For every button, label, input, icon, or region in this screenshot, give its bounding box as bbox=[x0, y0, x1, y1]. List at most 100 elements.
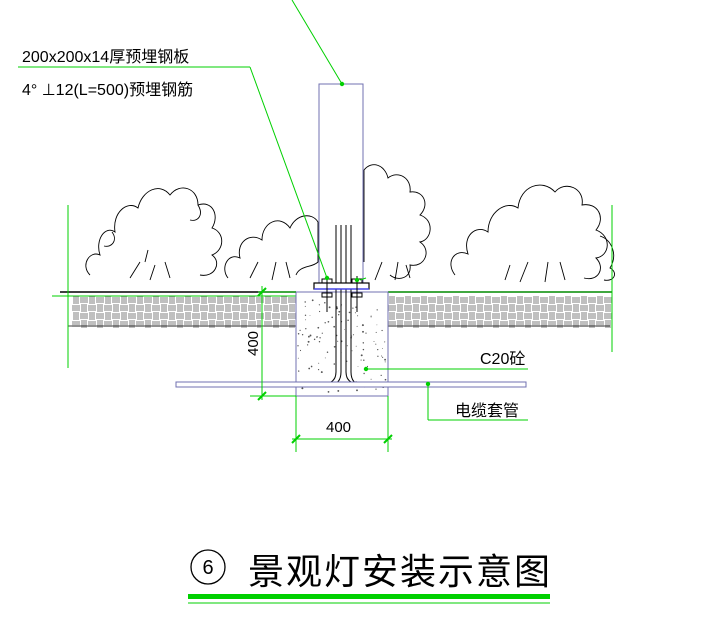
concrete-speck bbox=[343, 329, 345, 331]
concrete-speck bbox=[338, 314, 340, 316]
concrete-speck bbox=[307, 340, 310, 343]
concrete-speck bbox=[381, 355, 382, 357]
concrete-speck bbox=[324, 322, 326, 324]
concrete-speck bbox=[318, 362, 320, 364]
concrete-speck bbox=[319, 337, 321, 339]
concrete-speck bbox=[347, 319, 349, 321]
concrete-speck bbox=[384, 361, 386, 363]
concrete-speck bbox=[376, 324, 378, 326]
dimension-depth: 400 bbox=[245, 286, 296, 401]
concrete-speck bbox=[363, 359, 365, 361]
concrete-speck bbox=[375, 331, 377, 333]
concrete-speck bbox=[301, 387, 304, 390]
concrete-speck bbox=[348, 311, 351, 314]
concrete-speck bbox=[305, 328, 307, 330]
concrete-speck bbox=[313, 338, 316, 341]
concrete-speck bbox=[362, 342, 365, 344]
concrete-speck bbox=[355, 345, 357, 347]
concrete-speck bbox=[381, 329, 383, 332]
concrete-speck bbox=[357, 366, 359, 367]
concrete-speck bbox=[327, 391, 330, 393]
shrub-mid-left bbox=[224, 215, 319, 281]
concrete-speck bbox=[338, 310, 341, 313]
concrete-speck bbox=[351, 350, 353, 352]
concrete-speck bbox=[318, 341, 321, 343]
concrete-speck bbox=[370, 378, 372, 380]
concrete-speck bbox=[310, 365, 313, 368]
concrete-footing bbox=[295, 291, 389, 397]
shrub-left bbox=[85, 187, 223, 281]
concrete-speck bbox=[361, 324, 364, 327]
title-block: 6 景观灯安装示意图 bbox=[188, 549, 550, 604]
concrete-speck bbox=[346, 345, 348, 347]
concrete-speck bbox=[299, 329, 301, 332]
concrete-speck bbox=[357, 315, 359, 317]
concrete-speck bbox=[298, 370, 300, 372]
concrete-speck bbox=[333, 345, 336, 348]
concrete-speck bbox=[354, 312, 356, 314]
concrete-speck bbox=[370, 315, 372, 317]
concrete-speck bbox=[352, 334, 355, 336]
concrete-speck bbox=[297, 357, 299, 359]
cable-conduit bbox=[175, 381, 527, 388]
concrete-speck bbox=[305, 319, 307, 321]
concrete-speck bbox=[366, 365, 369, 368]
label-concrete: C20砼 bbox=[480, 350, 525, 368]
concrete-speck bbox=[384, 341, 386, 343]
concrete-speck bbox=[304, 314, 307, 316]
concrete-speck bbox=[306, 344, 309, 346]
concrete-speck bbox=[384, 378, 387, 381]
concrete-speck bbox=[362, 348, 365, 351]
concrete-speck bbox=[370, 316, 372, 318]
concrete-speck bbox=[304, 301, 306, 303]
concrete-speck bbox=[365, 332, 367, 334]
concrete-speck bbox=[382, 356, 384, 358]
concrete-speck bbox=[319, 310, 321, 313]
anchor-rebars bbox=[296, 225, 388, 387]
concrete-speck bbox=[321, 332, 323, 334]
ground-layer bbox=[52, 205, 613, 368]
concrete-speck bbox=[360, 354, 363, 357]
concrete-speck bbox=[297, 345, 299, 347]
concrete-speck bbox=[337, 389, 340, 392]
ground-hatch-left bbox=[72, 296, 296, 328]
concrete-speck bbox=[376, 309, 378, 311]
concrete-speck bbox=[375, 388, 377, 390]
concrete-speck bbox=[317, 326, 320, 329]
concrete-speck bbox=[301, 334, 304, 336]
concrete-speck bbox=[337, 340, 339, 342]
label-steel-plate: 200x200x14厚预埋钢板 bbox=[22, 48, 189, 66]
concrete-speck bbox=[304, 305, 306, 307]
concrete-speck bbox=[375, 343, 377, 345]
concrete-speck bbox=[363, 372, 365, 375]
concrete-speck bbox=[381, 347, 383, 349]
concrete-speck bbox=[327, 320, 330, 323]
leader-lines bbox=[18, 0, 528, 421]
concrete-speck bbox=[377, 348, 379, 351]
concrete-speckle bbox=[297, 299, 387, 393]
concrete-speck bbox=[377, 355, 379, 357]
title-number-circle bbox=[190, 549, 226, 585]
concrete-speck bbox=[308, 335, 310, 338]
concrete-speck bbox=[380, 374, 382, 377]
concrete-speck bbox=[324, 302, 326, 304]
concrete-speck bbox=[333, 325, 336, 328]
concrete-speck bbox=[324, 357, 326, 359]
concrete-speck bbox=[309, 315, 311, 316]
concrete-speck bbox=[317, 369, 320, 371]
concrete-speck bbox=[318, 304, 321, 306]
concrete-speck bbox=[384, 358, 386, 361]
concrete-speck bbox=[311, 299, 314, 302]
concrete-speck bbox=[356, 389, 358, 392]
concrete-speck bbox=[355, 306, 357, 308]
label-rebar: 4° ⊥12(L=500)预埋钢筋 bbox=[22, 81, 193, 99]
concrete-speck bbox=[317, 336, 319, 338]
label-conduit: 电缆套管 bbox=[455, 402, 519, 420]
concrete-speck bbox=[352, 307, 354, 309]
concrete-speck bbox=[299, 349, 302, 352]
title-number: 6 bbox=[202, 557, 213, 579]
shrub-mid-right bbox=[363, 164, 431, 281]
concrete-speck bbox=[333, 363, 336, 365]
concrete-speck bbox=[373, 341, 375, 342]
